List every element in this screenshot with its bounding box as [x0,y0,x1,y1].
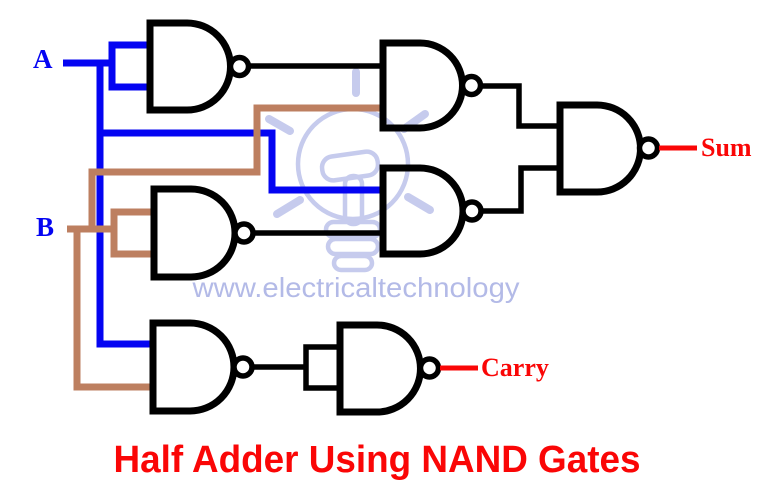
nand-gate-5-bubble [460,199,484,223]
nand-gate-2-bubble [232,221,256,245]
nand-gate-4-bubble [459,73,484,98]
wire-gate7-input-loop [303,344,340,391]
sum-output-label: Sum [701,133,752,162]
bulb-base-cap [331,253,375,273]
carry-output-label: Carry [481,353,549,382]
wires-output [440,145,697,371]
bulb-rays [265,68,434,218]
wires-input-a [63,41,385,348]
wire-b-branch-to-gate4 [88,104,385,229]
wires-internal [248,63,561,391]
nand-gate-6-bubble [636,136,661,160]
wire-a-branch-to-gate5 [100,129,385,194]
wires-input-b [67,104,385,391]
input-b-label: B [36,212,54,242]
wire-gate5-to-gate6 [481,165,561,214]
bulb-ray-lower-left [273,196,304,218]
bulb-ray-lower-right [404,193,434,214]
wire-b-gate2-loop [110,208,156,258]
watermark-bulb-icon [265,68,434,273]
wire-b-branch-to-gate3 [73,229,155,391]
nand-gate-7-bubble [417,356,442,380]
nand-gates [146,19,661,416]
diagram-title: Half Adder Using NAND Gates [114,439,641,481]
input-a-label: A [33,44,53,74]
wire-gate4-to-gate6 [480,83,561,129]
watermark-text: www.electricaltechnology [191,272,519,303]
wire-a-trunk-to-gate3 [96,63,155,348]
nand-gate-3-bubble [231,355,255,379]
wire-a-gate1-loop [108,41,152,91]
nand-gate-1-bubble [227,54,252,79]
bulb-ray-upper-left [265,115,294,135]
